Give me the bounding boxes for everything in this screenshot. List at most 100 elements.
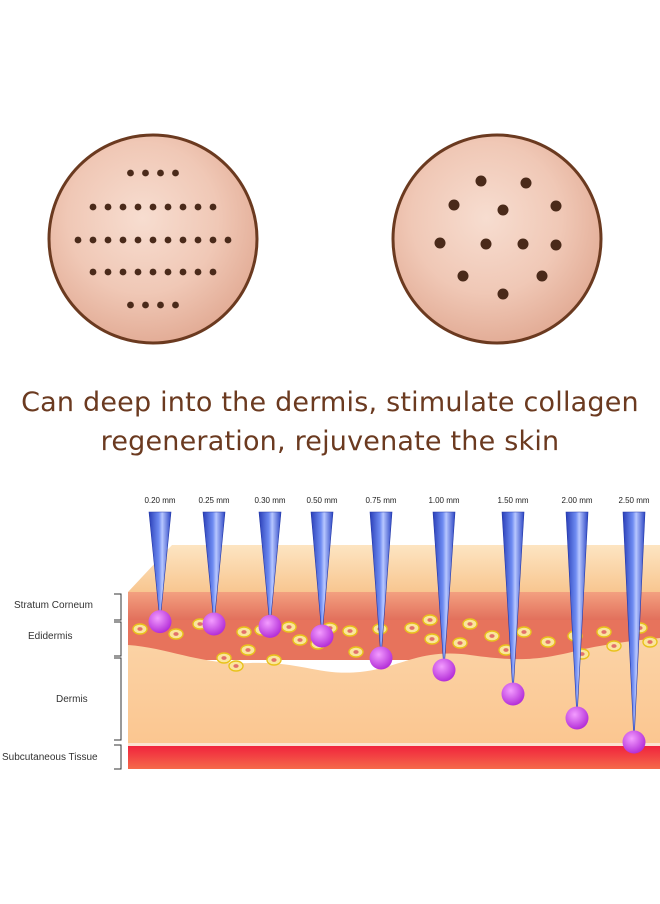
needle-dot <box>550 239 562 251</box>
depth-label: 1.00 mm <box>428 496 459 505</box>
needle-dot <box>134 203 142 211</box>
needle-dot <box>209 268 217 276</box>
bracket-dermis <box>114 657 122 741</box>
needle-shaft <box>202 511 226 625</box>
needle-dot <box>142 301 149 309</box>
label-dermis: Dermis <box>56 694 88 705</box>
needle-tip-ball <box>148 610 172 634</box>
sparse-pattern-disc <box>391 133 603 345</box>
needle-tip-ball <box>622 730 646 754</box>
needle-dot <box>457 270 469 282</box>
needle-3: 0.30 mm <box>254 496 286 638</box>
needle-dot <box>149 236 157 244</box>
needle-dot <box>104 236 112 244</box>
needle-dot <box>164 236 172 244</box>
needle-dot <box>194 268 202 276</box>
depth-label: 0.30 mm <box>254 496 285 505</box>
skin-cross-section <box>128 545 660 769</box>
needle-dot <box>172 301 179 309</box>
needle-2: 0.25 mm <box>198 496 230 636</box>
dermis-layer <box>128 638 660 745</box>
bracket-stratum-corneum <box>114 593 122 621</box>
needle-dot <box>209 236 217 244</box>
bracket-epidermis <box>114 621 122 657</box>
needle-dot <box>475 175 487 187</box>
needle-dot <box>134 268 142 276</box>
needle-shaft <box>258 511 282 627</box>
needle-dot <box>104 268 112 276</box>
needle-9: 2.50 mm <box>618 496 650 754</box>
needle-dot <box>89 236 97 244</box>
needle-shaft <box>310 511 334 637</box>
needle-dot <box>179 236 187 244</box>
needle-dot <box>119 268 127 276</box>
needle-tip-ball <box>432 658 456 682</box>
headline-line-2: regeneration, rejuvenate the skin <box>100 426 560 457</box>
needle-tip-ball <box>258 614 282 638</box>
depth-label: 0.20 mm <box>144 496 175 505</box>
needle-7: 1.50 mm <box>497 496 529 706</box>
depth-label: 2.00 mm <box>561 496 592 505</box>
needle-dot <box>179 268 187 276</box>
needle-dot <box>550 200 562 212</box>
needle-dot <box>104 203 112 211</box>
depth-label: 1.50 mm <box>497 496 528 505</box>
needle-dot <box>520 177 532 189</box>
needle-dot <box>434 237 446 249</box>
needle-dot <box>448 199 460 211</box>
needle-dot <box>517 238 529 250</box>
needle-shaft <box>369 511 393 659</box>
needle-dot <box>164 268 172 276</box>
needle-tip-ball <box>310 624 334 648</box>
needle-dot <box>194 236 202 244</box>
needle-shaft <box>501 511 525 695</box>
depth-label: 0.75 mm <box>365 496 396 505</box>
layer-brackets <box>114 593 122 770</box>
bracket-subcutaneous <box>114 744 122 770</box>
needle-tip-ball <box>369 646 393 670</box>
needle-dot <box>89 268 97 276</box>
needle-shaft <box>565 511 589 719</box>
needle-dot <box>164 203 172 211</box>
needle-4: 0.50 mm <box>306 496 338 648</box>
subcutaneous-layer <box>128 745 660 769</box>
needle-8: 2.00 mm <box>561 496 593 730</box>
needle-dot <box>497 204 509 216</box>
depth-label: 0.50 mm <box>306 496 337 505</box>
needle-shaft <box>148 511 172 622</box>
needle-dot <box>157 301 164 309</box>
needle-shaft <box>622 511 646 743</box>
needle-dot <box>119 236 127 244</box>
depth-label: 0.25 mm <box>198 496 229 505</box>
needle-dot <box>149 268 157 276</box>
label-stratum-corneum: Stratum Corneum <box>14 600 93 611</box>
needle-dot <box>497 288 509 300</box>
needle-dot <box>149 203 157 211</box>
needle-dot <box>74 236 82 244</box>
needle-dot <box>194 203 202 211</box>
needle-dot <box>134 236 142 244</box>
needle-shaft <box>432 511 456 671</box>
dense-pattern-disc <box>47 133 259 345</box>
needle-dot <box>224 236 232 244</box>
needle-6: 1.00 mm <box>428 496 460 682</box>
needle-dot <box>119 203 127 211</box>
needle-dot <box>127 301 134 309</box>
label-subcutaneous: Subcutaneous Tissue <box>2 752 98 763</box>
needle-dot <box>127 169 134 177</box>
needle-dot <box>179 203 187 211</box>
needle-dot <box>209 203 217 211</box>
needle-dot <box>172 169 179 177</box>
needle-row: 0.20 mm 0.25 mm 0.30 mm 0.50 mm 0.75 mm 1.00 … <box>144 496 650 754</box>
needle-tip-ball <box>501 682 525 706</box>
needle-tip-ball <box>565 706 589 730</box>
label-epidermis: Edidermis <box>28 631 73 642</box>
needle-5: 0.75 mm <box>365 496 397 670</box>
depth-label: 2.50 mm <box>618 496 649 505</box>
needle-tip-ball <box>202 612 226 636</box>
skin-top-surface <box>128 545 660 592</box>
headline-line-1: Can deep into the dermis, stimulate coll… <box>21 387 639 418</box>
needle-dot <box>480 238 492 250</box>
needle-1: 0.20 mm <box>144 496 176 634</box>
